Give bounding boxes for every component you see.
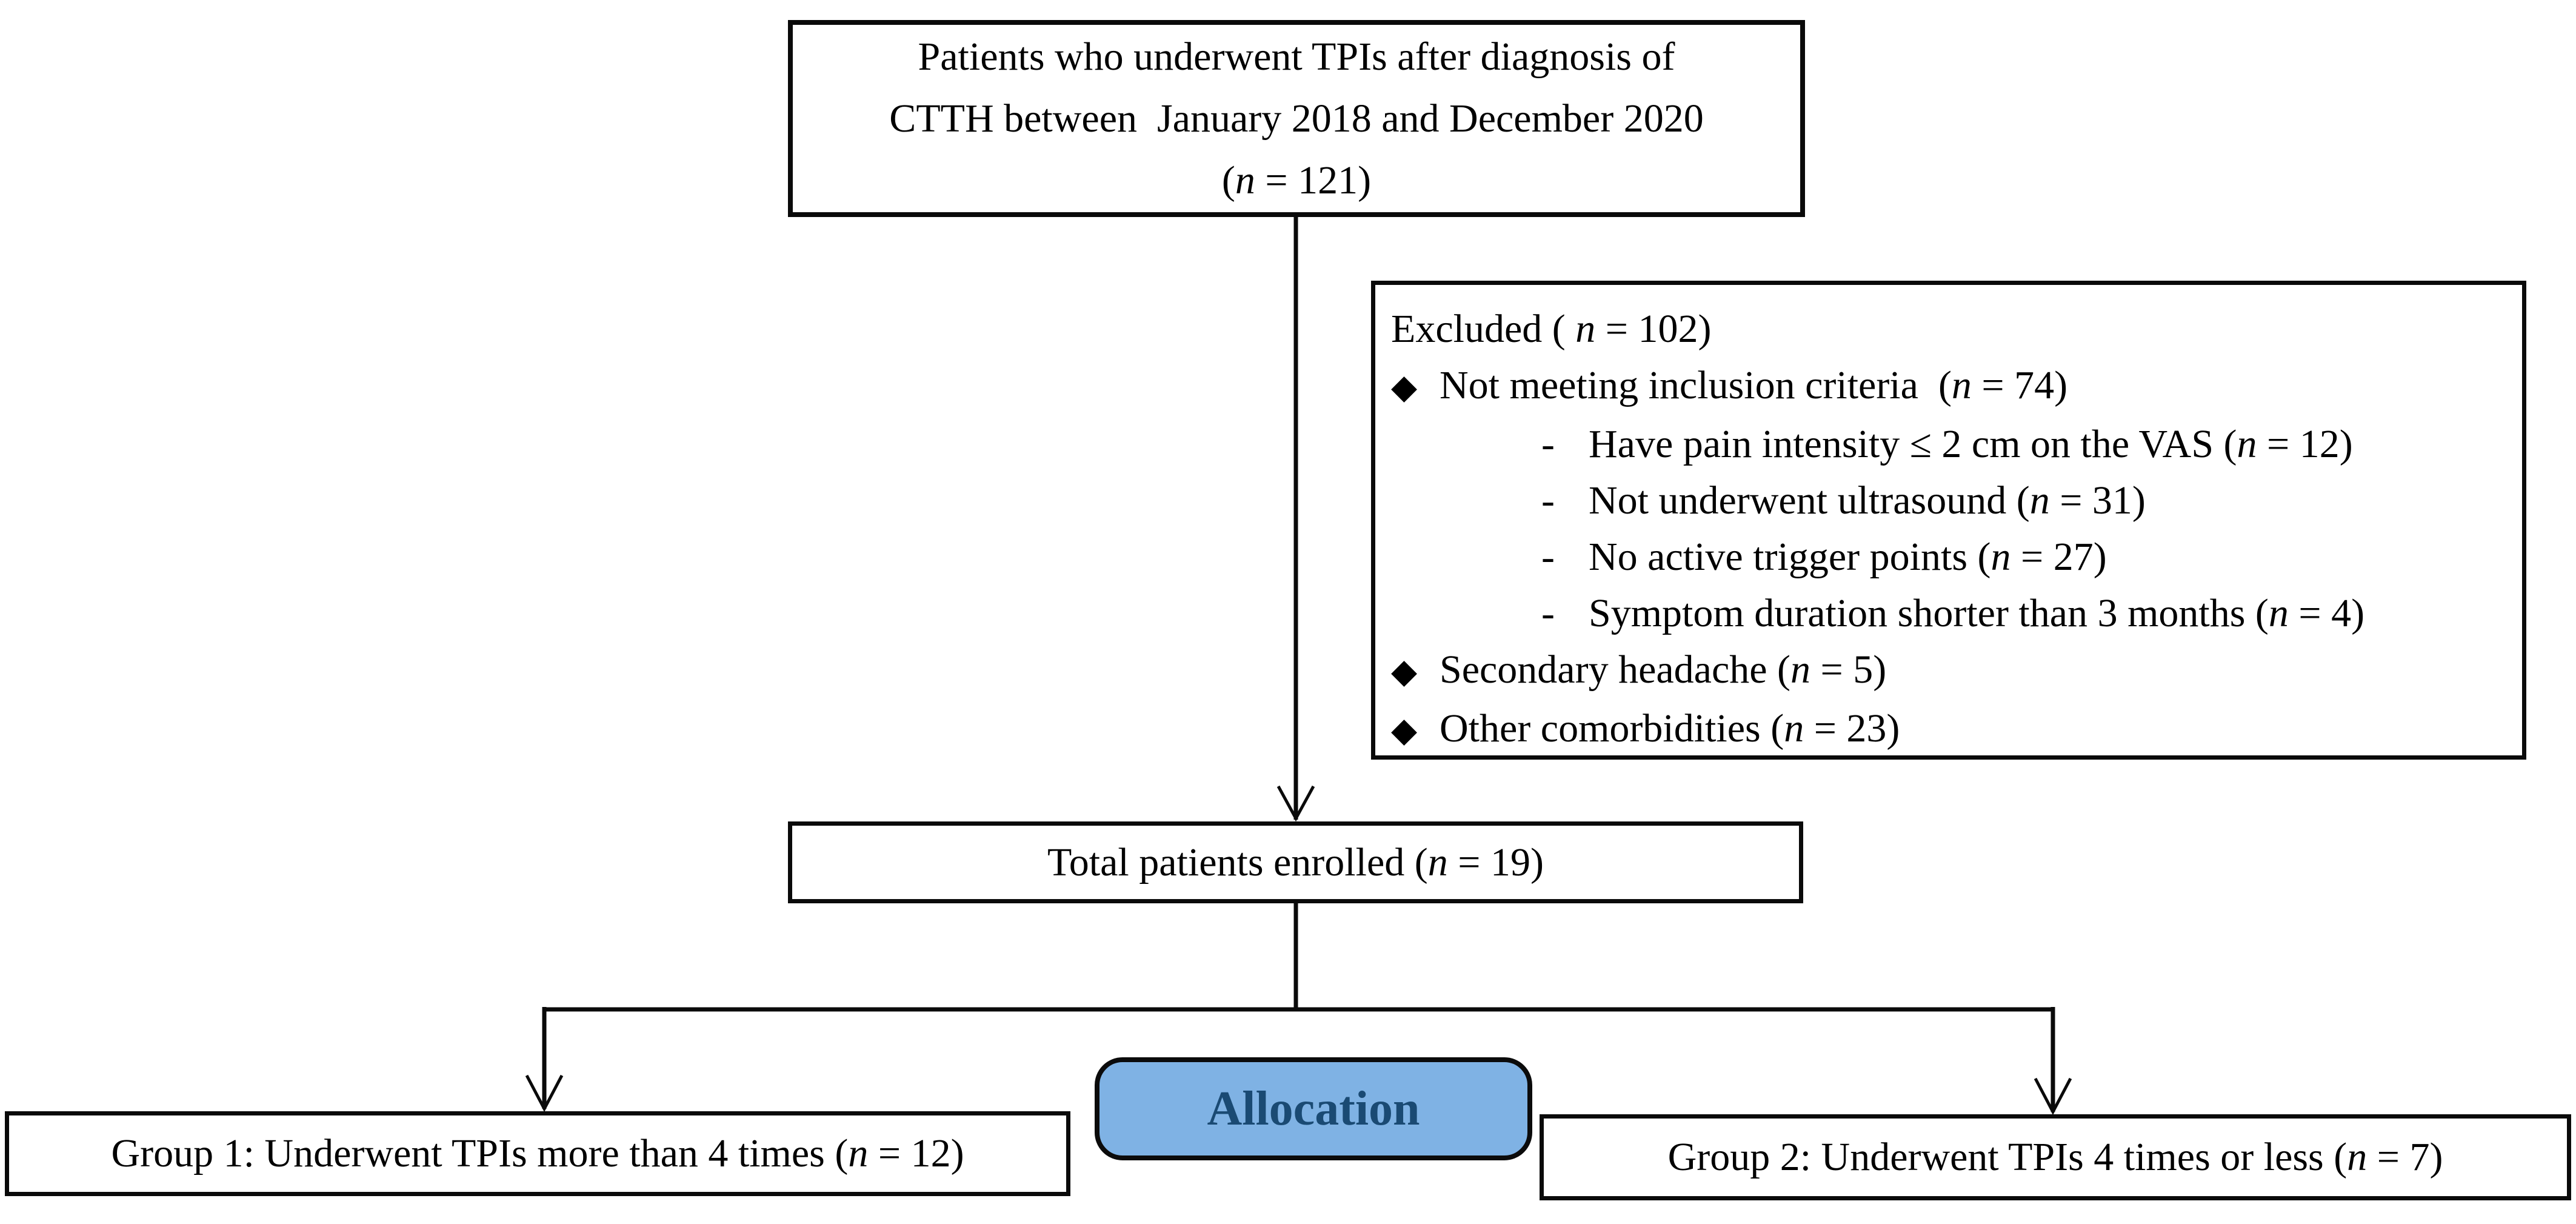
excluded-item: ◆ Other comorbidities (n = 23) [1391,700,2511,759]
group1-text: Group 1: Underwent TPIs more than 4 time… [111,1131,964,1176]
excluded-subitem: - No active trigger points (n = 27) [1391,529,2511,585]
arrowhead-enrolled-icon [1276,785,1315,822]
excluded-item-text: Secondary headache (n = 5) [1440,647,1887,692]
initial-patients-box: Patients who underwent TPIs after diagno… [788,20,1805,217]
dash-bullet-icon: - [1541,422,1555,466]
diamond-bullet-icon: ◆ [1391,712,1418,749]
initial-patients-line1: Patients who underwent TPIs after diagno… [918,34,1675,79]
diamond-bullet-icon: ◆ [1391,653,1418,691]
excluded-subitem: - Not underwent ultrasound (n = 31) [1391,472,2511,529]
excluded-item: ◆ Not meeting inclusion criteria (n = 74… [1391,357,2511,416]
group1-box: Group 1: Underwent TPIs more than 4 time… [5,1111,1070,1196]
initial-patients-line2: CTTH between January 2018 and December 2… [889,96,1704,141]
enrolled-text: Total patients enrolled (n = 19) [1047,840,1544,885]
arrowhead-group1-icon [525,1074,564,1112]
group2-box: Group 2: Underwent TPIs 4 times or less … [1540,1114,2571,1200]
group2-text: Group 2: Underwent TPIs 4 times or less … [1667,1135,2443,1179]
excluded-box: Excluded ( n = 102) ◆ Not meeting inclus… [1371,281,2526,760]
arrowhead-group2-icon [2034,1077,2072,1115]
excluded-subitem-text: Not underwent ultrasound (n = 31) [1589,478,2146,523]
excluded-item: ◆ Secondary headache (n = 5) [1391,641,2511,700]
diamond-bullet-icon: ◆ [1391,369,1418,406]
dash-bullet-icon: - [1541,535,1555,579]
dash-bullet-icon: - [1541,478,1555,523]
excluded-subitem-text: Symptom duration shorter than 3 months (… [1589,591,2365,635]
excluded-subitem: - Symptom duration shorter than 3 months… [1391,585,2511,641]
excluded-subitem-text: No active trigger points (n = 27) [1589,535,2107,579]
enrolled-box: Total patients enrolled (n = 19) [788,821,1803,903]
allocation-badge: Allocation [1095,1057,1532,1160]
excluded-item-text: Other comorbidities (n = 23) [1440,706,1900,751]
excluded-subitem: - Have pain intensity ≤ 2 cm on the VAS … [1391,416,2511,472]
initial-patients-count: (n = 121) [1221,158,1372,202]
excluded-item-text: Not meeting inclusion criteria (n = 74) [1440,363,2068,407]
excluded-subitem-text: Have pain intensity ≤ 2 cm on the VAS (n… [1589,422,2353,466]
allocation-label: Allocation [1207,1082,1420,1135]
dash-bullet-icon: - [1541,591,1555,635]
excluded-title: Excluded ( n = 102) [1391,307,1712,351]
